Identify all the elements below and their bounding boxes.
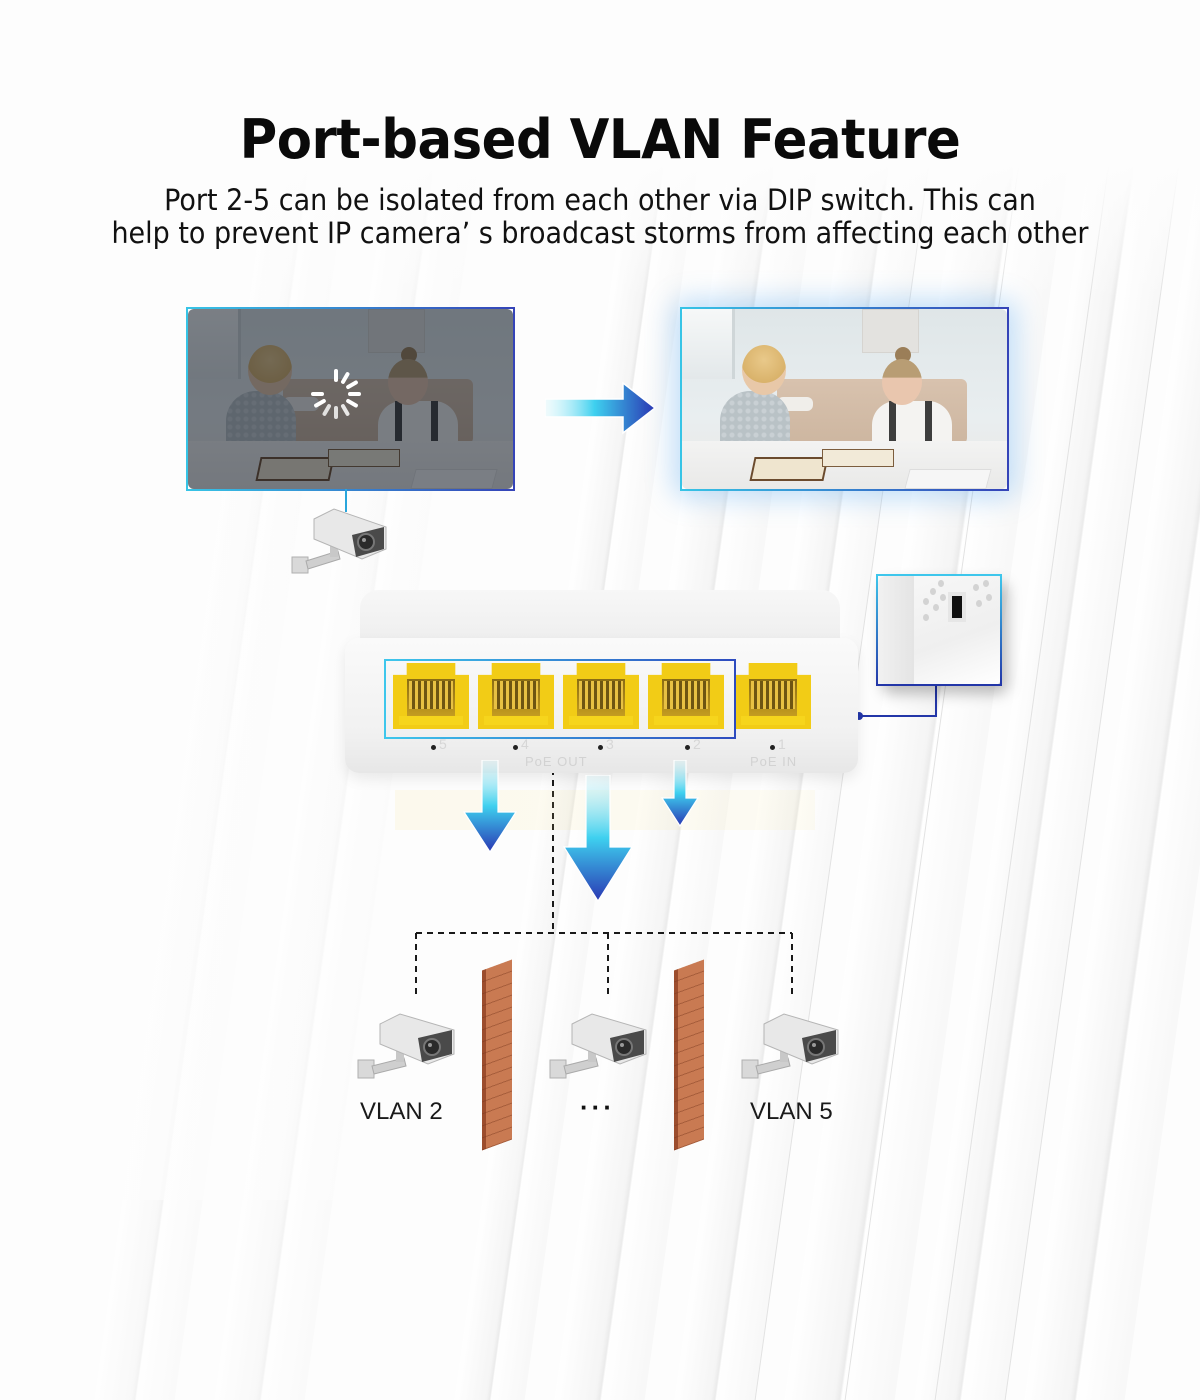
poe-in-label: PoE IN xyxy=(750,754,798,769)
camera-view-after xyxy=(680,307,1009,491)
subtitle-line-2: help to prevent IP camera’ s broadcast s… xyxy=(111,216,1089,250)
page-title: Port-based VLAN Feature xyxy=(239,108,961,171)
port-led xyxy=(770,745,775,750)
bg-fade xyxy=(0,0,1200,300)
security-camera-icon xyxy=(741,1013,839,1079)
dip-switch-inset xyxy=(876,574,1002,686)
port-number: 2 xyxy=(693,736,701,752)
switch-top xyxy=(360,590,840,645)
security-camera-icon xyxy=(549,1013,647,1079)
page-subtitle: Port 2-5 can be isolated from each other… xyxy=(42,184,1158,250)
vlan-label: VLAN 2 xyxy=(360,1098,443,1125)
poe-out-label: PoE OUT xyxy=(525,754,588,769)
port-led xyxy=(431,745,436,750)
port-led xyxy=(598,745,603,750)
dip-switch-icon xyxy=(952,596,962,618)
vlan-label: VLAN 5 xyxy=(750,1098,833,1125)
down-arrow-icon xyxy=(660,760,700,828)
dim-overlay xyxy=(188,309,513,489)
down-arrow-icon xyxy=(462,760,518,854)
port-number: 3 xyxy=(606,736,614,752)
camera-view-before xyxy=(186,307,515,491)
subtitle-line-1: Port 2-5 can be isolated from each other… xyxy=(164,183,1036,217)
port-number: 1 xyxy=(778,736,786,752)
isolated-ports-highlight xyxy=(384,659,736,739)
port-number: 5 xyxy=(439,736,447,752)
security-camera-icon xyxy=(291,508,387,574)
firewall-brick-icon xyxy=(674,959,704,1151)
port-led xyxy=(685,745,690,750)
loading-spinner-icon xyxy=(311,369,361,419)
down-arrow-icon xyxy=(562,775,634,903)
port-led xyxy=(513,745,518,750)
port-number: 4 xyxy=(521,736,529,752)
camera-scene xyxy=(682,309,1007,489)
security-camera-icon xyxy=(357,1013,455,1079)
firewall-brick-icon xyxy=(482,959,512,1151)
vlan-ellipsis: ··· xyxy=(580,1092,615,1122)
right-arrow-icon xyxy=(545,381,657,435)
port-1[interactable] xyxy=(735,663,811,729)
poe-switch: 5 4 3 2 1 PoE OUT PoE IN xyxy=(345,590,858,773)
